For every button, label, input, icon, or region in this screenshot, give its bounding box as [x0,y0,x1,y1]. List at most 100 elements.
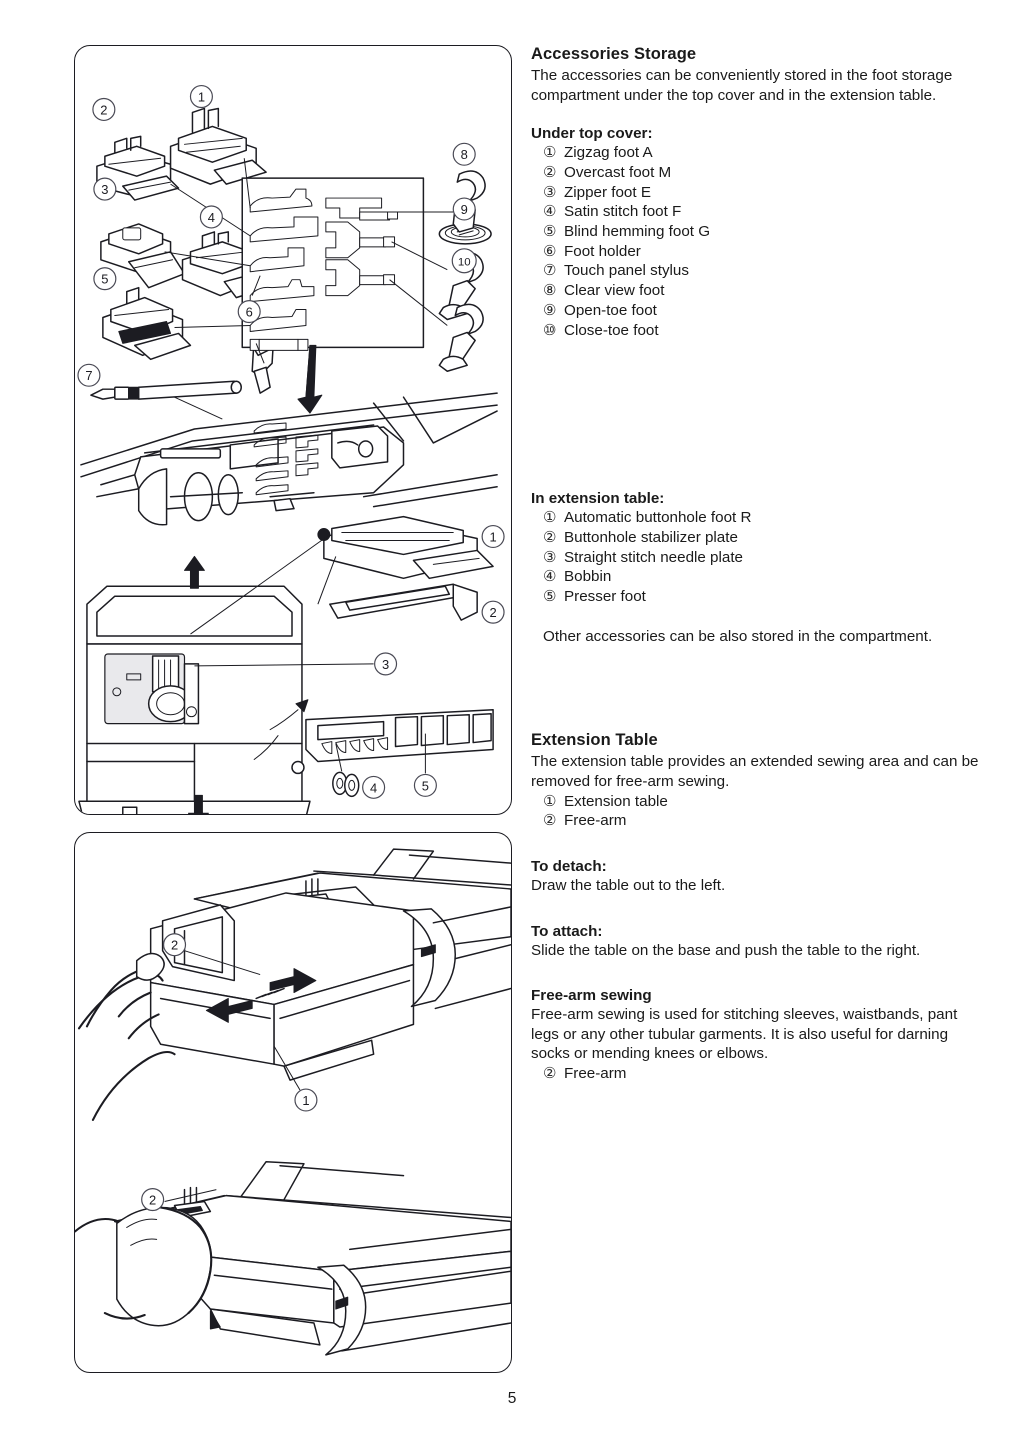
extension-table-body: The extension table provides an extended… [531,753,979,790]
svg-text:9: 9 [461,202,468,217]
callout-number: ⑩ [543,321,556,339]
svg-text:5: 5 [422,778,429,793]
extension-table-storage-note: Other accessories can be also stored in … [543,627,933,645]
callout-number: ① [543,792,557,810]
svg-text:1: 1 [489,529,496,544]
section-to-attach: To attach: Slide the table on the base a… [531,923,979,961]
callout-number: ② [543,812,557,830]
callout-number: ② [543,1064,557,1082]
list-item: ① Automatic buttonhole foot R [543,508,979,528]
callout-9: 9 [452,197,476,221]
callout-markers: 1 2 3 4 5 6 7 8 9 10 1 2 3 4 5 [77,84,505,799]
extension-table-list: ① Extension table ② Free-arm [531,792,979,831]
callout-number: ④ [543,568,557,586]
list-item-label: Free-arm [564,812,627,830]
callout-number: ⑦ [543,262,557,280]
svg-text:4: 4 [208,210,215,225]
list-item-label: Foot holder [564,242,641,260]
callout-number: ① [543,144,557,162]
callout-number: ⑤ [543,223,557,240]
svg-text:1: 1 [198,90,205,105]
in-extension-table-list: ① Automatic buttonhole foot R ② Buttonhole… [531,508,979,607]
section-extension-table: Extension Table The extension table prov… [531,731,979,831]
to-detach-body: Draw the table out to the left. [531,876,726,894]
in-extension-table-heading: In extension table: [531,490,665,508]
svg-text:4: 4 [370,780,377,795]
accessories-storage-illustration: 1 2 3 4 5 6 7 8 9 10 1 2 3 4 5 [74,45,512,815]
list-item: ③ Zipper foot E [543,183,979,203]
callout-7: 7 [77,363,101,387]
figure-free-arm-sewing [75,1160,511,1356]
callout-number: ③ [543,183,557,201]
callout-number: ⑤ [543,588,557,606]
svg-text:6: 6 [246,305,253,320]
callout-number: ② [543,163,557,181]
list-item-label: Bobbin [564,568,612,586]
figure-foot-zigzag-a [169,107,267,185]
extension-table-illustration-panel: 2 1 [74,832,512,1373]
figure-foot-blind-hemming-g [102,286,192,361]
svg-text:8: 8 [461,147,468,162]
figure-extension-table-detach [77,848,511,1121]
figure-machine-top-cover [80,344,498,526]
callout-3: 3 [93,177,117,201]
callout-ext-2: 2 [481,600,505,624]
callout-8: 8 [452,142,476,166]
svg-text:1: 1 [302,1093,309,1108]
to-detach-heading: To detach: [531,857,607,875]
callout-detach-1: 1 [294,1088,318,1112]
list-item: ③ Straight stitch needle plate [543,548,979,568]
section-accessories-storage: Accessories Storage The accessories can … [531,45,979,105]
svg-text:2: 2 [100,102,107,117]
section-under-top-cover: Under top cover: ① Zigzag foot A ② Overcas… [531,125,979,340]
callout-number: ① [543,509,557,527]
list-item: ① Extension table [543,792,979,812]
list-item-label: Straight stitch needle plate [564,548,743,566]
list-item-label: Open-toe foot [564,301,657,319]
svg-text:10: 10 [458,257,471,269]
callout-6: 6 [237,299,261,324]
extension-table-heading: Extension Table [531,731,658,750]
accessories-storage-body: The accessories can be conveniently stor… [531,67,953,104]
free-arm-sewing-list: ② Free-arm [531,1064,979,1084]
section-to-detach: To detach: Draw the table out to the lef… [531,858,979,896]
svg-text:2: 2 [489,605,496,620]
callout-freearm-2: 2 [141,1188,165,1212]
to-attach-body: Slide the table on the base and push the… [531,941,921,959]
callout-2: 2 [92,97,116,122]
list-item-label: Presser foot [564,588,646,606]
callout-number: ⑥ [543,242,557,260]
callout-number: ④ [543,203,557,221]
callout-number: ③ [543,548,557,566]
list-item-label: Zigzag foot A [564,144,653,162]
figure-extension-table-open [78,515,494,814]
text-column: Accessories Storage The accessories can … [531,45,979,1084]
section-free-arm-sewing: Free-arm sewing Free-arm sewing is used … [531,987,979,1083]
list-item-label: Free-arm [564,1064,627,1082]
list-item-label: Zipper foot E [564,183,651,201]
list-item: ② Buttonhole stabilizer plate [543,528,979,548]
figure-storage-tray [241,177,425,351]
list-item-label: Buttonhole stabilizer plate [564,528,738,546]
callout-10: 10 [451,248,477,274]
under-top-cover-list: ① Zigzag foot A ② Overcast foot M ③ Zipper … [531,143,979,340]
list-item-label: Extension table [564,792,668,810]
section-in-extension-table: In extension table: ① Automatic buttonhol… [531,490,979,646]
callout-ext-5: 5 [413,773,437,797]
list-item: ② Free-arm [543,1064,979,1084]
list-item-label: Overcast foot M [564,163,672,181]
under-top-cover-heading: Under top cover: [531,125,653,143]
list-item-label: Automatic buttonhole foot R [564,509,752,527]
figure-touch-panel-stylus [90,380,242,400]
svg-text:2: 2 [149,1193,156,1208]
list-item: ④ Bobbin [543,567,979,587]
callout-detach-2: 2 [162,933,187,957]
callout-number: ② [543,528,557,546]
callout-ext-4: 4 [362,775,386,799]
